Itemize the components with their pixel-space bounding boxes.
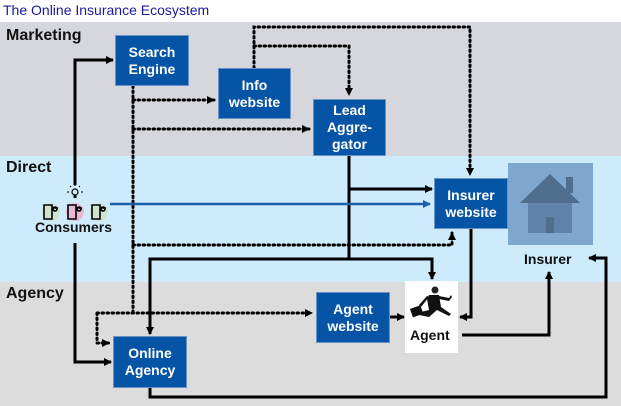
running-businessman-icon xyxy=(409,286,452,318)
edge-lead-aggregator-agent xyxy=(349,257,436,280)
node-search-engine: Search Engine xyxy=(115,35,189,86)
edge-consumers-insurer-website-dotted xyxy=(131,231,456,247)
house-icon xyxy=(520,174,580,233)
edge-consumers-search-engine xyxy=(73,56,114,185)
label-agent: Agent xyxy=(410,327,450,343)
node-info-website: Info website xyxy=(218,68,291,119)
lightbulb-icon xyxy=(67,184,83,198)
node-insurer-website: Insurer website xyxy=(434,178,508,229)
band-label-marketing: Marketing xyxy=(6,27,82,44)
edge-lead-aggregator-online-agency xyxy=(146,257,349,335)
node-online-agency: Online Agency xyxy=(113,336,187,388)
edge-search-engine-online-agency xyxy=(95,311,111,347)
edge-online-agency-insurer xyxy=(148,254,608,399)
edge-info-website-lead-aggregator xyxy=(252,44,353,97)
edge-insurer-website-agent xyxy=(459,229,473,321)
insurer-image xyxy=(508,163,593,245)
label-insurer: Insurer xyxy=(524,251,572,267)
label-consumers: Consumers xyxy=(35,219,113,235)
edge-agent-insurer xyxy=(462,271,553,337)
edge-consumers-online-agency xyxy=(73,243,112,366)
agent-card xyxy=(405,281,458,353)
node-agent-website: Agent website xyxy=(316,292,390,343)
band-marketing xyxy=(0,22,621,156)
node-lead-aggregator: Lead Aggre- gator xyxy=(313,99,386,156)
diagram-title: The Online Insurance Ecosystem xyxy=(3,2,210,18)
band-label-agency: Agency xyxy=(6,285,64,302)
consumer-group-icon xyxy=(40,184,112,224)
band-label-direct: Direct xyxy=(6,159,52,176)
